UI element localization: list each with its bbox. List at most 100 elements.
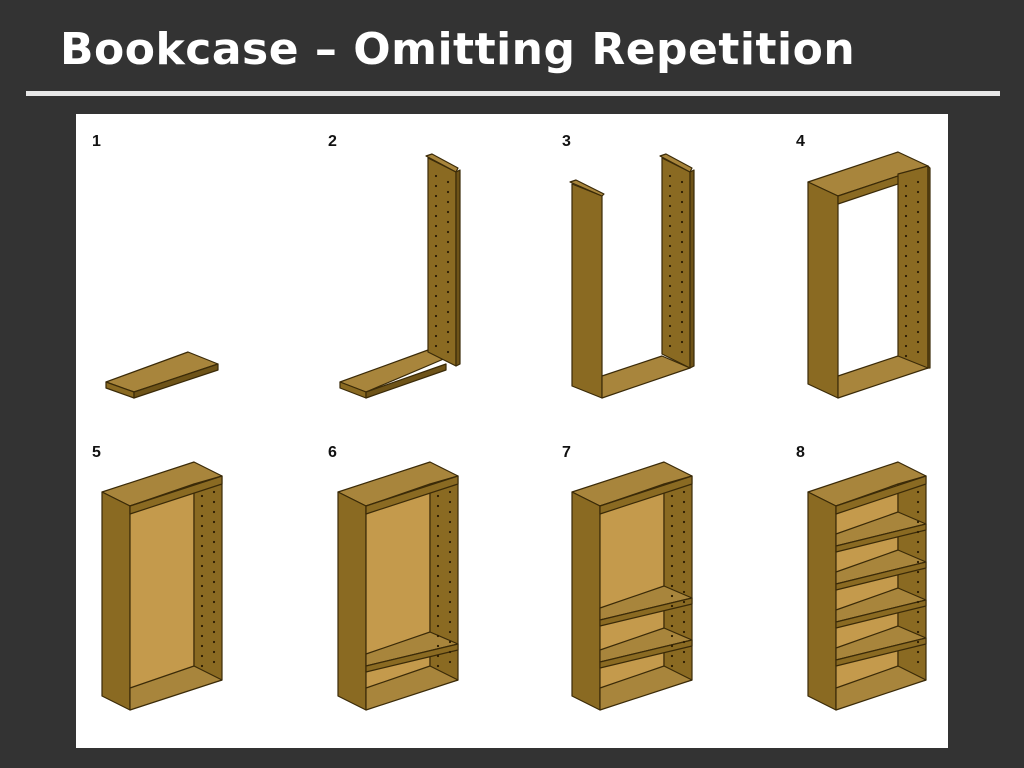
shelf-pin-hole [916, 510, 920, 514]
shelf-pin-hole [212, 620, 216, 624]
shelf-pin-hole [446, 240, 450, 244]
shelf-pin-hole [446, 300, 450, 304]
shelf-pin-hole [916, 640, 920, 644]
shelf-pin-hole [200, 614, 204, 618]
shelf-pin-hole [904, 334, 908, 338]
step-label-1: 1 [92, 133, 101, 150]
step-label-2: 2 [328, 133, 337, 150]
shelf-pin-hole [670, 634, 674, 638]
step-4-open-frame [807, 151, 931, 399]
shelf-pin-hole [680, 240, 684, 244]
shelf-pin-hole [670, 644, 674, 648]
step-5-with-back-panel [101, 461, 223, 711]
shelf-pin-hole [446, 280, 450, 284]
shelf-pin-hole [448, 660, 452, 664]
shelf-pin-hole [436, 644, 440, 648]
shelf-pin-hole [446, 340, 450, 344]
shelf-pin-hole [448, 550, 452, 554]
shelf-pin-hole [448, 590, 452, 594]
shelf-pin-hole [680, 200, 684, 204]
shelf-pin-hole [916, 490, 920, 494]
shelf-pin-hole [668, 274, 672, 278]
shelf-pin-hole [436, 564, 440, 568]
shelf-pin-hole [446, 210, 450, 214]
shelf-pin-hole [200, 514, 204, 518]
shelf-pin-hole [916, 300, 920, 304]
shelf-pin-hole [446, 320, 450, 324]
shelf-pin-hole [668, 244, 672, 248]
shelf-pin-hole [916, 560, 920, 564]
shelf-pin-hole [916, 620, 920, 624]
shelf-pin-hole [668, 204, 672, 208]
shelf-pin-hole [668, 284, 672, 288]
shelf-pin-hole [916, 520, 920, 524]
shelf-pin-hole [670, 534, 674, 538]
shelf-pin-hole [200, 544, 204, 548]
shelf-pin-hole [670, 664, 674, 668]
shelf-pin-hole [670, 604, 674, 608]
shelf-pin-hole [448, 540, 452, 544]
shelf-pin-hole [682, 660, 686, 664]
shelf-pin-hole [682, 490, 686, 494]
shelf-pin-hole [682, 530, 686, 534]
shelf-pin-hole [904, 234, 908, 238]
shelf-pin-hole [446, 220, 450, 224]
shelf-pin-hole [668, 254, 672, 258]
shelf-pin-hole [916, 250, 920, 254]
shelf-pin-hole [200, 654, 204, 658]
shelf-pin-hole [682, 610, 686, 614]
shelf-pin-hole [212, 540, 216, 544]
shelf-pin-hole [682, 620, 686, 624]
shelf-pin-hole [680, 290, 684, 294]
shelf-pin-hole [448, 530, 452, 534]
step-label-3: 3 [562, 133, 571, 150]
shelf-pin-hole [212, 490, 216, 494]
shelf-pin-hole [436, 494, 440, 498]
shelf-pin-hole [448, 510, 452, 514]
shelf-pin-hole [904, 184, 908, 188]
shelf-pin-hole [670, 564, 674, 568]
shelf-pin-holes [200, 174, 920, 668]
shelf-pin-hole [916, 600, 920, 604]
shelf-pin-hole [916, 310, 920, 314]
shelf-pin-hole [434, 324, 438, 328]
shelf-pin-hole [434, 174, 438, 178]
shelf-pin-hole [436, 514, 440, 518]
shelf-pin-hole [668, 174, 672, 178]
shelf-pin-hole [436, 554, 440, 558]
shelf-pin-hole [448, 620, 452, 624]
shelf-pin-hole [682, 540, 686, 544]
shelf-pin-hole [682, 650, 686, 654]
shelf-pin-hole [434, 184, 438, 188]
shelf-pin-hole [682, 520, 686, 524]
shelf-pin-hole [200, 644, 204, 648]
shelf-pin-hole [434, 264, 438, 268]
shelf-pin-hole [904, 204, 908, 208]
step-3-two-sides [569, 153, 695, 399]
shelf-pin-hole [904, 354, 908, 358]
shelf-pin-hole [212, 640, 216, 644]
shelf-pin-hole [916, 660, 920, 664]
title-divider [26, 91, 1000, 96]
shelf-pin-hole [212, 650, 216, 654]
shelf-pin-hole [904, 284, 908, 288]
diagram-panel: .o { stroke: #3a2a08; stroke-width: 1.2;… [76, 114, 948, 748]
shelf-pin-hole [446, 250, 450, 254]
shelf-pin-hole [916, 530, 920, 534]
shelf-pin-hole [200, 494, 204, 498]
shelf-pin-hole [680, 260, 684, 264]
shelf-pin-hole [668, 194, 672, 198]
shelf-pin-hole [448, 610, 452, 614]
shelf-pin-hole [682, 570, 686, 574]
step-label-7: 7 [562, 444, 571, 461]
shelf-pin-hole [668, 214, 672, 218]
shelf-pin-hole [448, 580, 452, 584]
shelf-pin-hole [670, 504, 674, 508]
step-8-full-bookcase [807, 461, 927, 711]
shelf-pin-hole [682, 500, 686, 504]
shelf-pin-hole [446, 200, 450, 204]
step-label-4: 4 [796, 133, 805, 150]
shelf-pin-hole [680, 350, 684, 354]
shelf-pin-hole [212, 600, 216, 604]
shelf-pin-hole [446, 350, 450, 354]
